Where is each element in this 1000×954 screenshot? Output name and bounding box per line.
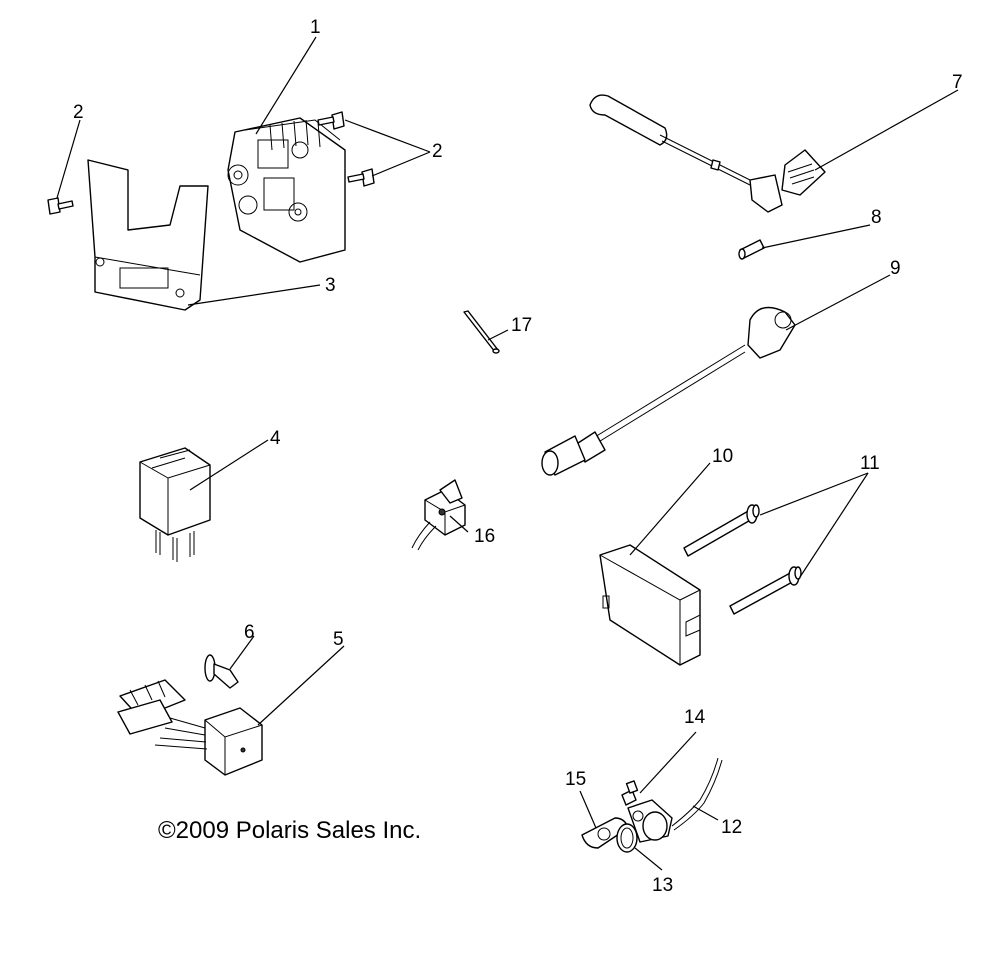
callout-2-left: 2 — [73, 102, 84, 123]
sensor-assembly-part — [581, 757, 723, 853]
callout-13: 13 — [652, 875, 673, 896]
bolt-part — [204, 654, 239, 689]
callout-9: 9 — [890, 258, 901, 279]
sensor-harness-part — [541, 306, 796, 476]
long-bolt-part — [729, 566, 802, 615]
callout-17: 17 — [511, 315, 532, 336]
callout-14: 14 — [684, 707, 706, 728]
control-module-part — [599, 544, 701, 666]
callout-2-right: 2 — [432, 141, 443, 162]
callout-5: 5 — [333, 629, 344, 650]
callout-8: 8 — [871, 207, 882, 228]
callout-6: 6 — [244, 622, 255, 643]
long-bolt-part — [683, 504, 760, 557]
screw-part — [47, 197, 74, 215]
pin-part — [738, 239, 765, 260]
switch-part — [411, 479, 466, 551]
callout-7: 7 — [952, 72, 963, 93]
copyright-notice: ©2009 Polaris Sales Inc. — [158, 817, 421, 844]
screw-part — [317, 111, 345, 130]
callout-16: 16 — [474, 526, 495, 547]
callout-12: 12 — [721, 817, 742, 838]
regulator-part — [227, 117, 346, 263]
wiring-harness-part — [117, 679, 263, 776]
callout-10: 10 — [712, 446, 733, 467]
leader-lines — [56, 36, 959, 871]
relay-part — [139, 447, 211, 562]
speed-sensor-part — [589, 94, 826, 213]
callout-1: 1 — [310, 17, 321, 38]
callout-3: 3 — [325, 275, 336, 296]
screw-part — [347, 168, 375, 187]
rod-part — [463, 310, 500, 354]
callout-11: 11 — [860, 453, 880, 474]
callout-4: 4 — [270, 428, 281, 449]
bracket-part — [87, 159, 209, 311]
callout-15: 15 — [565, 769, 586, 790]
